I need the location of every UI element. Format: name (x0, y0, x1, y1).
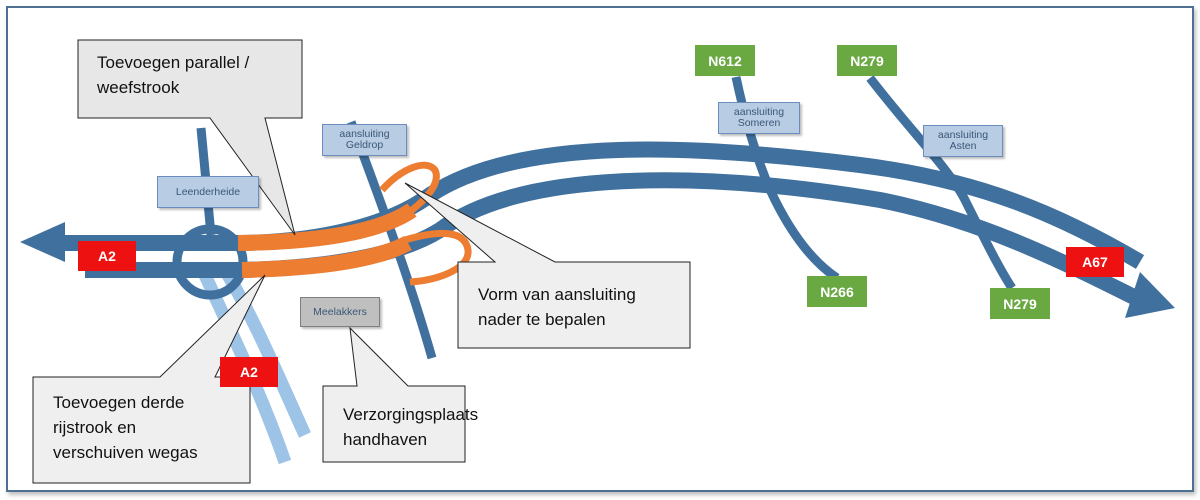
callout-derde-line-1: Toevoegen derde (53, 393, 185, 412)
callout-verzorging-bubble (322, 326, 466, 463)
place-geldrop-line-2: Geldrop (345, 139, 384, 151)
callout-vorm-text: Vorm van aansluiting nader te bepalen (478, 282, 636, 332)
place-geldrop-line-1: aansluiting (339, 128, 390, 140)
callout-derde-line-2: rijstrook en (53, 418, 137, 437)
place-geldrop: aansluiting Geldrop (322, 124, 407, 156)
widening-north (237, 203, 417, 251)
callout-parallel-text: Toevoegen parallel / weefstrook (97, 50, 249, 100)
callout-parallel-bubble (77, 39, 303, 236)
road-badge-a2-west: A2 (78, 241, 136, 271)
callout-derde-text: Toevoegen derde rijstrook en verschuiven… (53, 390, 198, 465)
place-asten-line-2: Asten (949, 140, 977, 152)
place-someren-line-2: Someren (737, 117, 781, 129)
arrow-west-icon (20, 222, 65, 262)
place-meelakkers: Meelakkers (300, 297, 380, 327)
place-asten-line-1: aansluiting (937, 129, 989, 141)
callout-verzorging-line-2: handhaven (343, 430, 428, 449)
callout-vorm-bubble (404, 182, 691, 349)
road-badge-a2-south: A2 (220, 357, 278, 387)
place-someren-line-1: aansluiting (733, 106, 785, 118)
place-leenderheide: Leenderheide (157, 176, 259, 208)
ramp-north-loop (379, 161, 440, 218)
road-badge-n279-north: N279 (837, 45, 897, 76)
road-badge-a67: A67 (1066, 247, 1124, 277)
callout-derde-line-3: verschuiven wegas (53, 443, 198, 462)
callout-verzorging-line-1: Verzorgingsplaats (343, 405, 479, 424)
callout-parallel-line-2: weefstrook (97, 78, 180, 97)
road-badge-n266: N266 (807, 276, 867, 307)
road-badge-n612: N612 (695, 45, 755, 76)
callout-parallel-line-1: Toevoegen parallel / (97, 53, 250, 72)
arrow-east-icon (1125, 272, 1175, 318)
road-badge-n279-south: N279 (990, 288, 1050, 319)
callout-vorm-line-2: nader te bepalen (478, 310, 606, 329)
callout-vorm-line-1: Vorm van aansluiting (478, 285, 636, 304)
widening-south (241, 235, 412, 278)
place-someren: aansluiting Someren (718, 102, 800, 134)
callout-verzorging-text: Verzorgingsplaats handhaven (343, 402, 478, 452)
ramp-south-loop (404, 229, 472, 286)
asten-road (866, 75, 1016, 291)
place-asten: aansluiting Asten (923, 125, 1003, 157)
